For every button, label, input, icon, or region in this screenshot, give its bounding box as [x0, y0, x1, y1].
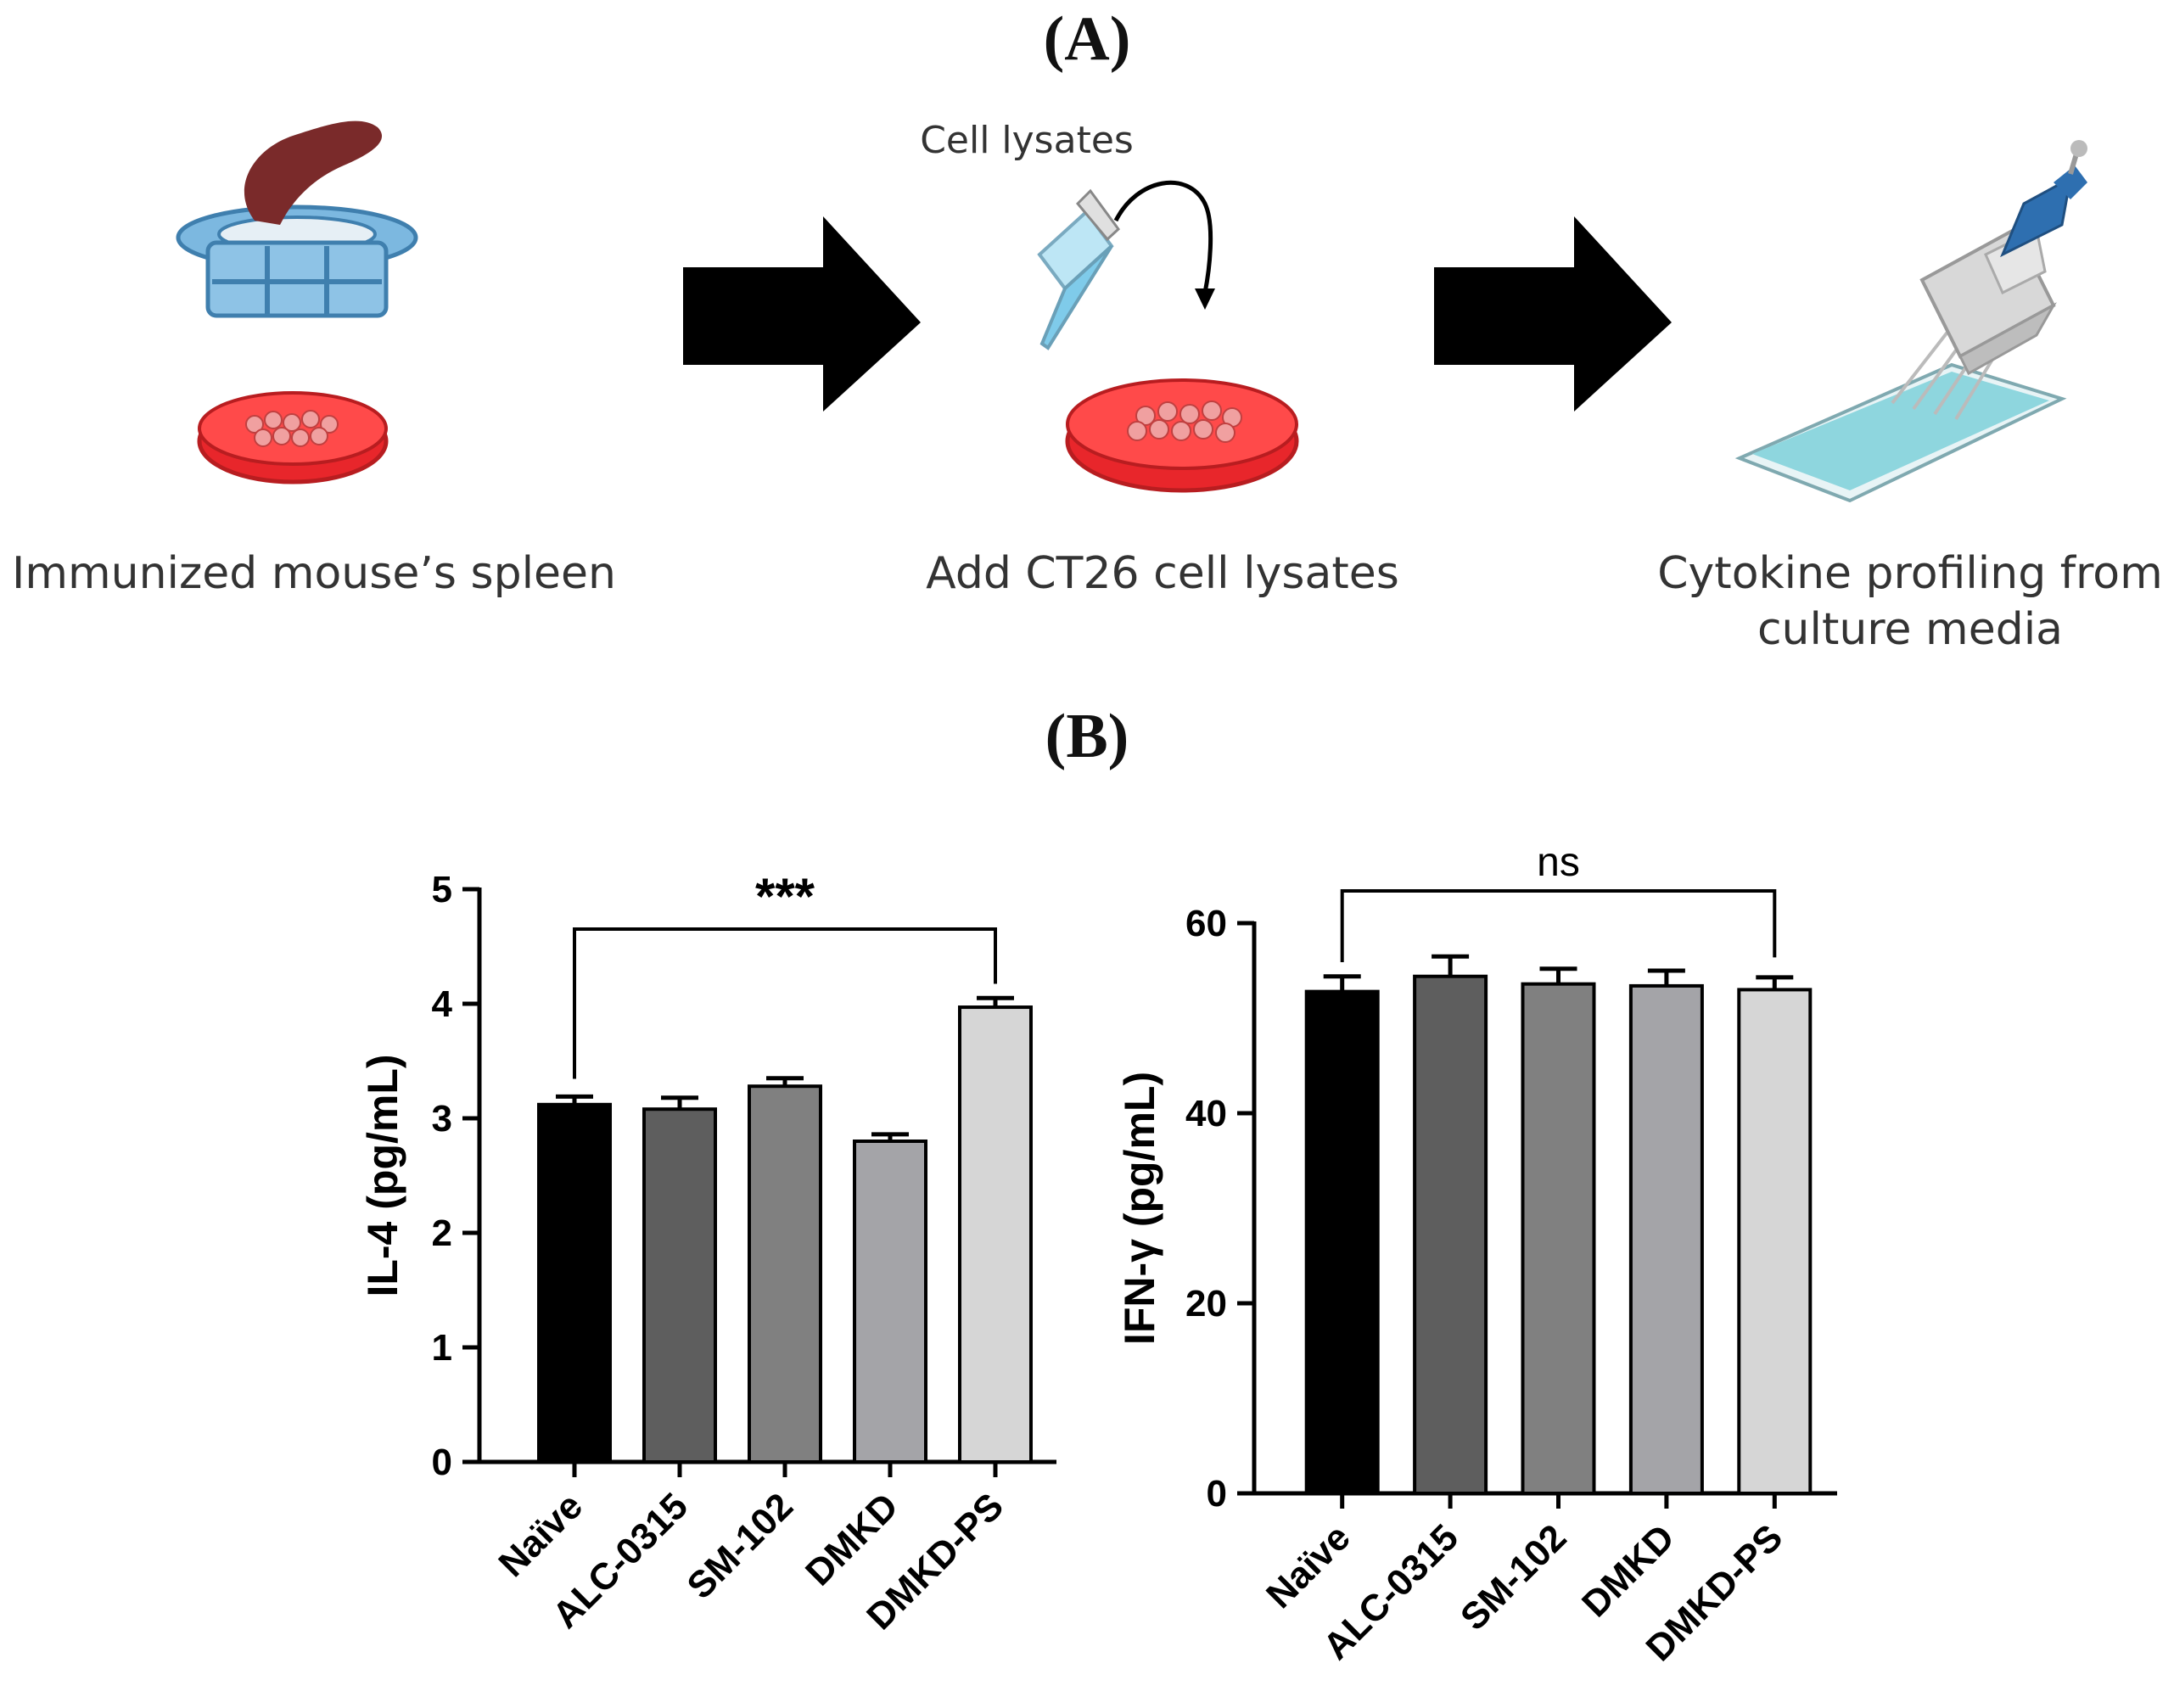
bar [1737, 988, 1813, 1495]
cell-strainer-icon [176, 204, 418, 318]
panel-a-label: (A) [1043, 4, 1131, 74]
significance-bracket [1340, 889, 1777, 962]
y-tick-label: 0 [432, 1442, 452, 1483]
y-tick-label: 5 [432, 869, 452, 910]
bar [853, 1140, 927, 1464]
bar [958, 1005, 1033, 1464]
x-tick-label: DMKD [1574, 1516, 1683, 1625]
bar [1413, 974, 1488, 1495]
bar [1521, 982, 1596, 1496]
step-3-caption: Cytokine profiling from culture media [1657, 548, 2163, 655]
y-tick-label: 20 [1185, 1283, 1227, 1324]
bar [1628, 983, 1704, 1496]
significance-bracket [573, 927, 997, 1079]
multichannel-pipette-icon [1891, 140, 2087, 421]
tube-icon [1037, 188, 1121, 350]
well-plate-icon [1734, 362, 2067, 503]
step-2-caption: Add CT26 cell lysates [926, 548, 1399, 599]
bar [537, 1102, 612, 1464]
y-tick-label: 4 [432, 983, 453, 1025]
y-tick-label: 3 [432, 1098, 452, 1140]
panel-b-label: (B) [1045, 702, 1129, 771]
curved-arrow-icon [1113, 180, 1213, 294]
significance-label: *** [755, 868, 815, 925]
petri-dish-icon [197, 391, 389, 484]
y-tick-label: 2 [432, 1212, 452, 1254]
x-tick-label: SM-102 [1453, 1516, 1575, 1638]
x-tick-label: Naïve [490, 1485, 591, 1585]
petri-dish-icon [1065, 378, 1299, 493]
y-axis-label: IL-4 (pg/mL) [359, 1054, 406, 1296]
spleen-icon [244, 120, 383, 225]
significance-label: ns [1537, 840, 1580, 885]
bar [748, 1084, 822, 1464]
y-axis-label: IFN-γ (pg/mL) [1116, 1072, 1163, 1345]
bar [642, 1107, 717, 1464]
y-tick-label: 40 [1185, 1093, 1227, 1134]
arrowhead-icon [1195, 288, 1215, 310]
step-1-caption: Immunized mouse’s spleen [12, 548, 616, 599]
y-tick-label: 1 [432, 1327, 452, 1369]
cell-lysates-label: Cell lysates [920, 119, 1134, 162]
bar [1304, 989, 1380, 1495]
y-tick-label: 0 [1207, 1473, 1227, 1515]
arrow-icon [683, 216, 921, 412]
x-tick-label: Naïve [1258, 1516, 1359, 1616]
x-tick-label: SM-102 [679, 1485, 801, 1607]
arrow-icon [1434, 216, 1672, 412]
y-tick-label: 60 [1185, 903, 1227, 944]
